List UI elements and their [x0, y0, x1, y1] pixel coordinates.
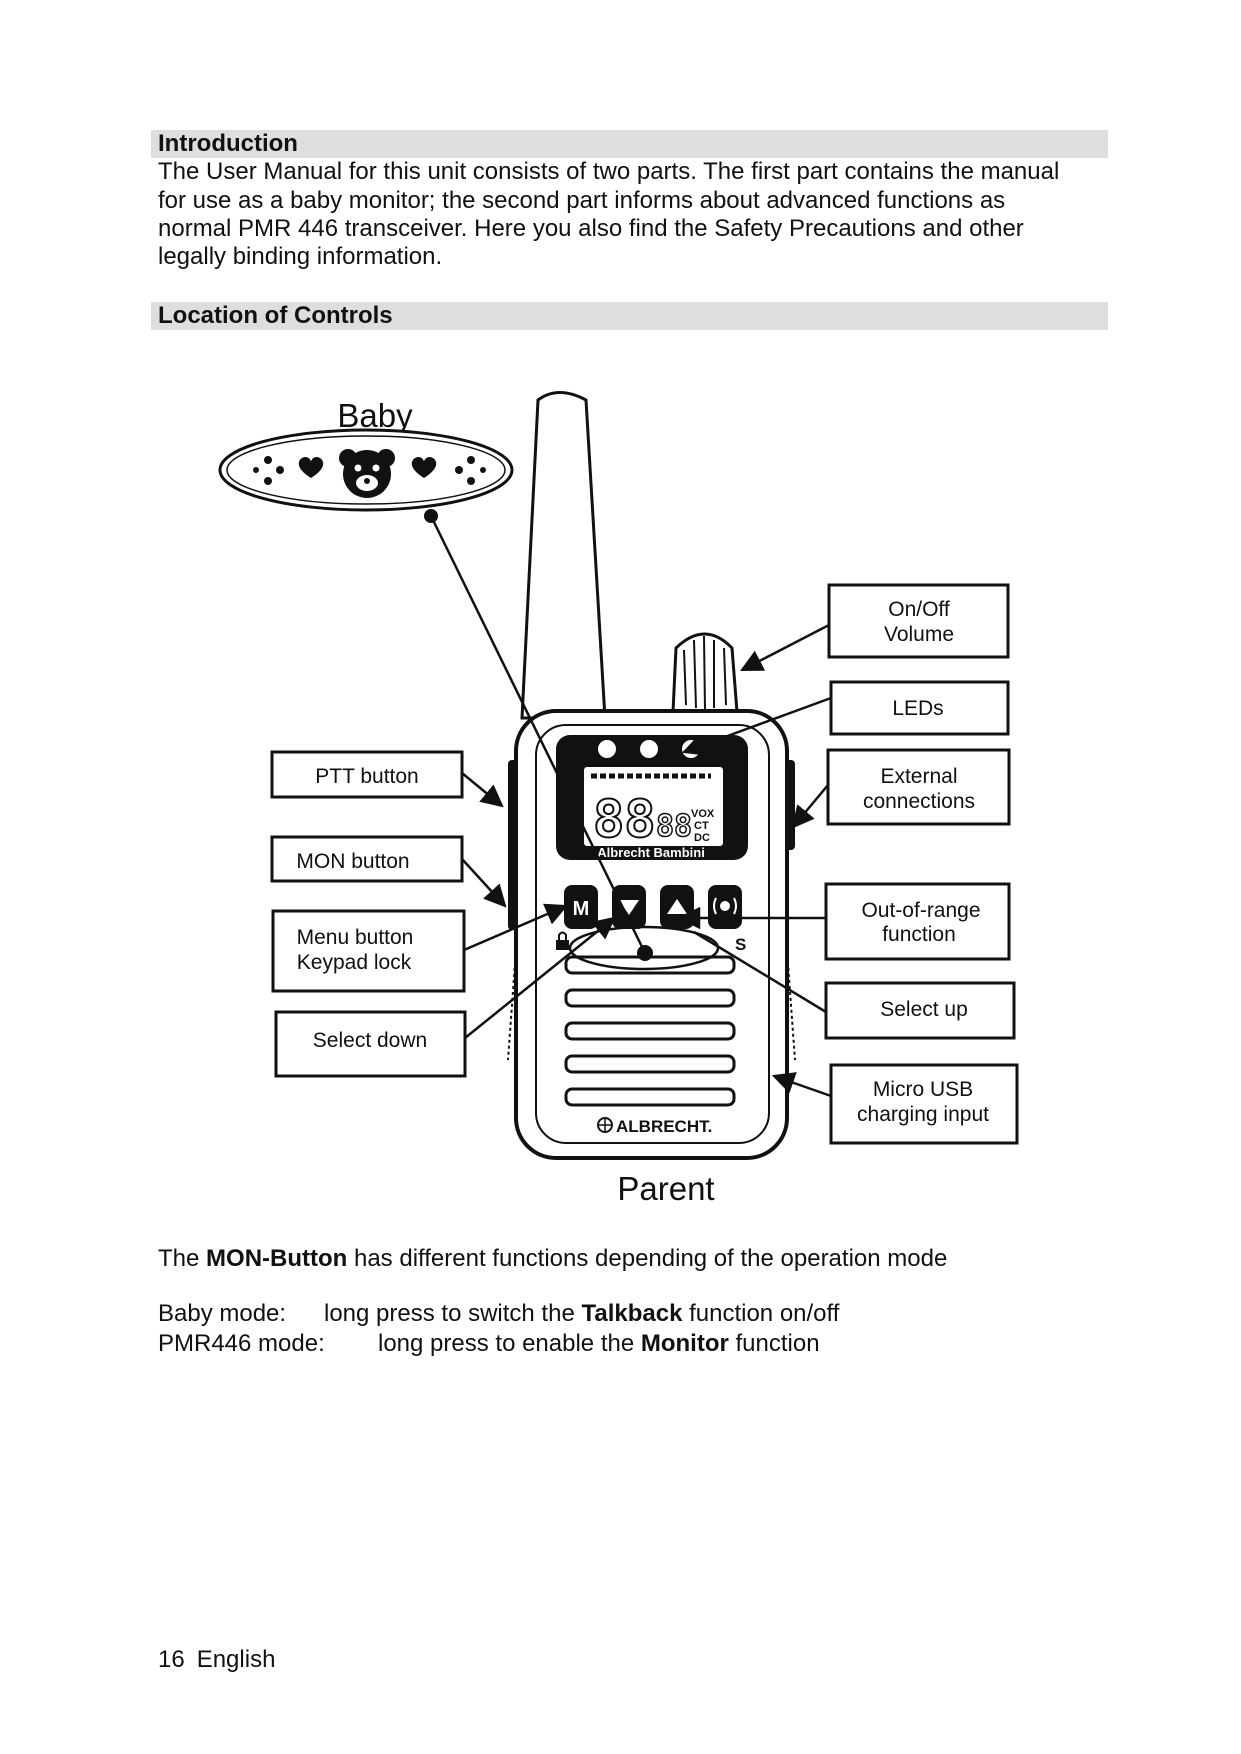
svg-text:Keypad lock: Keypad lock	[297, 951, 412, 974]
svg-text:LEDs: LEDs	[892, 697, 943, 720]
lcd-dc: DC	[694, 832, 710, 844]
page-number: 16	[158, 1646, 185, 1673]
baby-leader-line	[429, 515, 647, 954]
lcd-small-digits: 88	[656, 809, 692, 844]
introduction-heading: Introduction	[151, 130, 1108, 158]
lock-icon	[556, 931, 569, 950]
callout-micro-usb: Micro USB charging input	[829, 1063, 1019, 1145]
callout-mon-button: MON button	[270, 835, 464, 883]
introduction-line: legally binding information.	[158, 243, 443, 270]
external-connections-port	[785, 760, 795, 850]
mon-button-term: MON-Button	[206, 1245, 348, 1272]
led-light	[640, 740, 658, 758]
heart-icon	[411, 456, 437, 478]
callout-on-off-volume: On/Off Volume	[827, 583, 1010, 659]
svg-text:On/Off: On/Off	[888, 598, 950, 621]
svg-text:charging input: charging input	[857, 1103, 989, 1126]
svg-text:PTT button: PTT button	[315, 765, 419, 788]
svg-text:Out-of-range: Out-of-range	[861, 899, 980, 922]
ptt-side-button	[508, 760, 518, 930]
teddy-bear-icon	[339, 449, 395, 498]
location-of-controls-heading: Location of Controls	[151, 302, 1108, 330]
svg-text:Select down: Select down	[313, 1029, 427, 1052]
heart-icon	[298, 456, 324, 478]
volume-knob	[671, 632, 739, 714]
mon-button-description: The MON-Button has different functions d…	[158, 1245, 948, 1272]
svg-text:External: External	[880, 765, 957, 788]
sound-waves-icon	[253, 456, 486, 485]
pmr446-mode-row: PMR446 mode:long press to enable the Mon…	[158, 1330, 820, 1357]
page-language: English	[196, 1646, 276, 1673]
svg-text:connections: connections	[863, 790, 975, 813]
callout-external-connections: External connections	[826, 748, 1011, 826]
lcd-ct: CT	[694, 820, 709, 832]
svg-text:Select up: Select up	[880, 998, 968, 1021]
pmr446-mode-label: PMR446 mode:	[158, 1330, 325, 1357]
svg-text:Menu button: Menu button	[297, 926, 414, 949]
lcd-vox: VOX	[691, 808, 715, 820]
menu-key: M	[564, 885, 598, 929]
radio-body: 88 88 VOX CT DC Albrecht Bambini M S	[507, 709, 796, 1160]
svg-text:Volume: Volume	[884, 623, 954, 646]
callout-select-down: Select down	[274, 1010, 467, 1078]
speaker-grille	[564, 955, 736, 1107]
baby-mode-label: Baby mode:	[158, 1300, 287, 1327]
display-brand-label: Albrecht Bambini	[597, 845, 705, 860]
baby-label: Baby	[337, 397, 413, 434]
svg-text:M: M	[573, 898, 590, 920]
svg-text:Micro USB: Micro USB	[873, 1078, 973, 1101]
callout-select-up: Select up	[824, 981, 1016, 1040]
antenna	[520, 391, 607, 720]
page-footer: 16 English	[158, 1646, 275, 1674]
callout-menu-keypad-lock: Menu button Keypad lock	[271, 909, 466, 993]
lcd-main-digits: 88	[593, 790, 656, 850]
introduction-line: for use as a baby monitor; the second pa…	[158, 187, 1006, 214]
out-of-range-key	[708, 885, 742, 929]
svg-text:function: function	[882, 923, 956, 946]
select-up-key	[660, 885, 694, 929]
led-light	[598, 740, 616, 758]
select-down-key	[612, 885, 646, 929]
device-brand: ALBRECHT.	[616, 1117, 712, 1136]
callout-out-of-range: Out-of-range function	[824, 882, 1011, 961]
baby-badge	[218, 428, 514, 512]
introduction-line: normal PMR 446 transceiver. Here you als…	[158, 215, 1024, 242]
key-s-label: S	[735, 935, 746, 954]
globe-logo-icon	[597, 1117, 613, 1133]
svg-text:MON button: MON button	[296, 850, 409, 873]
introduction-line: The User Manual for this unit consists o…	[158, 158, 1060, 185]
callout-ptt-button: PTT button	[270, 750, 464, 799]
callout-leds: LEDs	[829, 680, 1010, 736]
parent-label: Parent	[617, 1170, 714, 1207]
baby-mode-row: Baby mode:long press to switch the Talkb…	[158, 1300, 840, 1327]
